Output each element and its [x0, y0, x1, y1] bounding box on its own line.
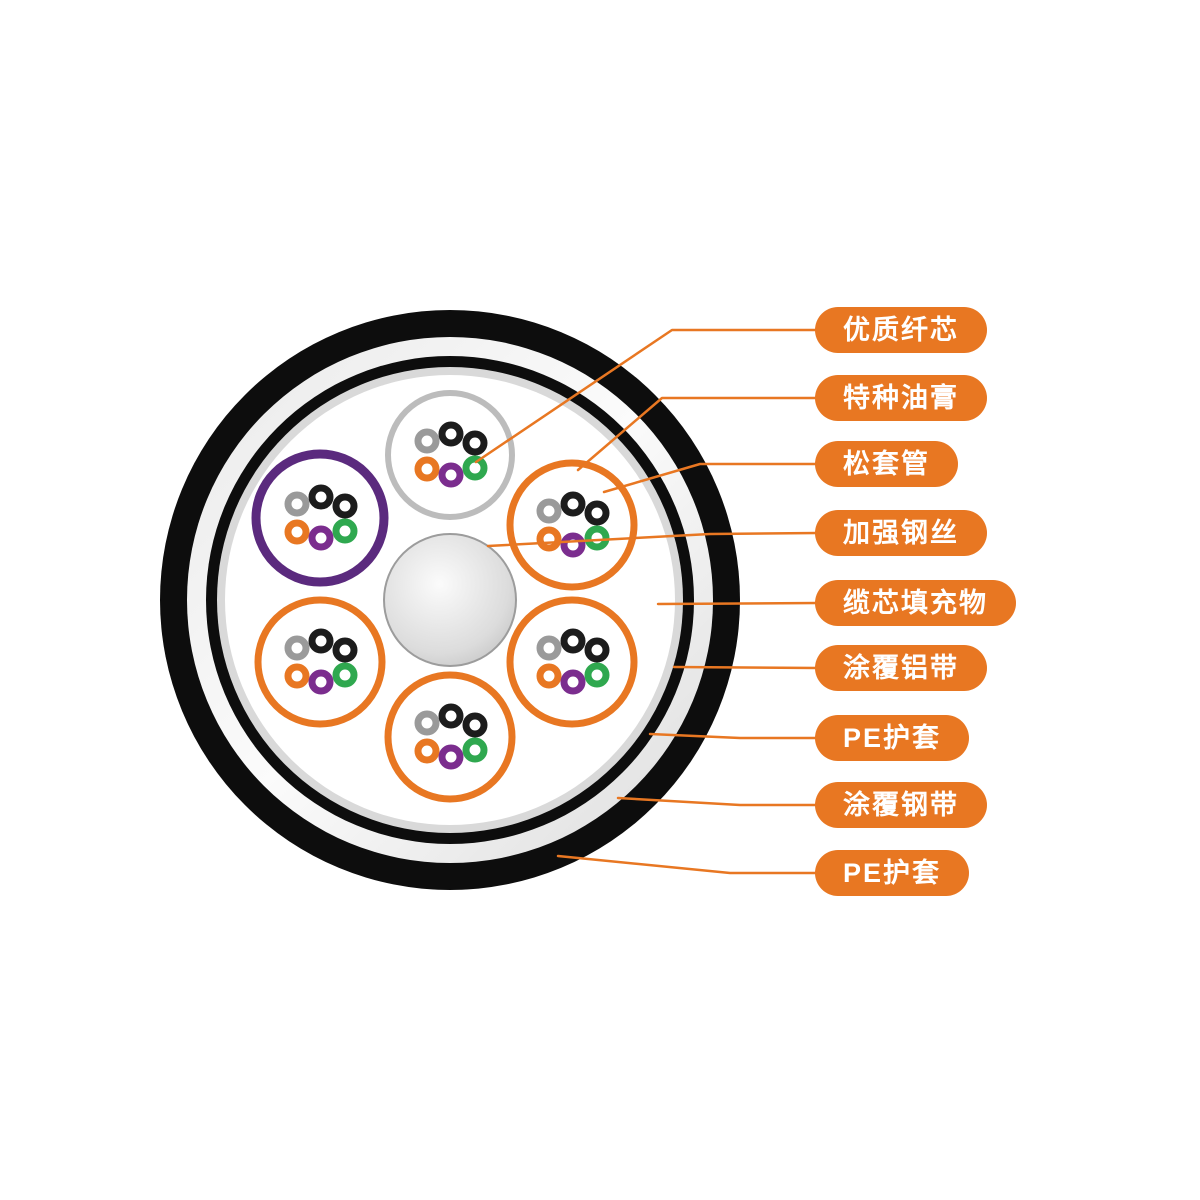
label-strength-steel-wire: 加强钢丝: [815, 510, 987, 556]
leader-line-inner-pe: [648, 732, 820, 740]
leader-line-steel-tape: [616, 796, 820, 807]
loose-tube-upper-left: [251, 449, 389, 587]
loose-tube-upper-right: [506, 459, 638, 591]
strength-steel-wire: [383, 533, 517, 667]
label-coated-aluminum-tape: 涂覆铝带: [815, 645, 987, 691]
label-premium-fiber-core: 优质纤芯: [815, 307, 987, 353]
leader-line-steel-wire: [486, 531, 820, 548]
label-loose-tube: 松套管: [815, 441, 958, 487]
cable-cross-section: [160, 310, 740, 890]
label-outer-pe-sheath: PE护套: [815, 850, 970, 896]
label-special-grease: 特种油膏: [815, 375, 987, 421]
leader-line-core-filler: [656, 601, 820, 606]
leader-line-grease: [576, 396, 820, 472]
loose-tube-lower-right: [506, 596, 638, 728]
leader-line-aluminum-tape: [672, 665, 820, 670]
loose-tube-top: [385, 390, 515, 520]
label-coated-steel-tape: 涂覆钢带: [815, 782, 987, 828]
leader-line-loose-tube: [602, 462, 820, 494]
label-inner-pe-sheath: PE护套: [815, 715, 970, 761]
loose-tube-lower-left: [254, 596, 386, 728]
leader-lines: [474, 328, 820, 875]
leader-line-outer-pe: [556, 854, 820, 875]
loose-tube-bottom: [384, 671, 516, 803]
label-core-filler: 缆芯填充物: [815, 580, 1016, 626]
leader-line-fiber-core: [474, 328, 820, 464]
